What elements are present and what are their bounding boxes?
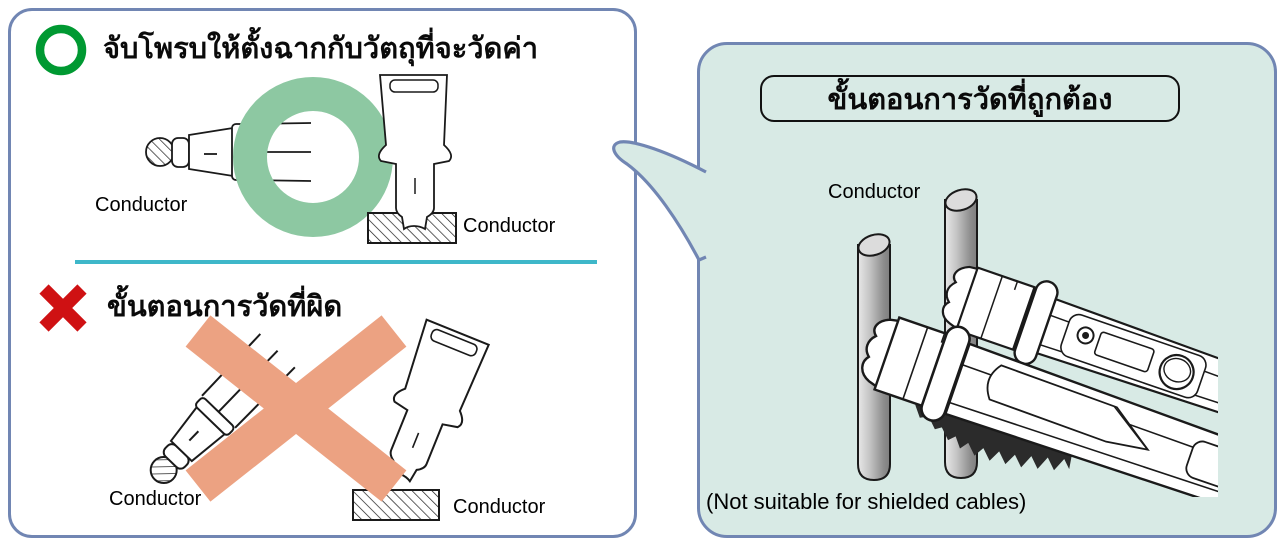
correct-title: จับโพรบให้ตั้งฉากกับวัตถุที่จะวัดค่า [103, 33, 539, 66]
correct-header: จับโพรบให้ตั้งฉากกับวัตถุที่จะวัดค่า [35, 24, 538, 76]
salmon-cross-wrong-mark [185, 315, 407, 502]
shielded-cables-note: (Not suitable for shielded cables) [706, 489, 1027, 514]
front-tester [861, 316, 1218, 497]
vertical-probe-drawing [367, 74, 457, 244]
green-ring-ok-mark [233, 77, 393, 237]
conductor-label-right-panel: Conductor [828, 181, 921, 203]
rear-tester [941, 265, 1218, 421]
incorrect-title: ขั้นตอนการวัดที่ผิด [107, 291, 343, 324]
correct-procedure-bubble: ขั้นตอนการวัดที่ถูกต้อง Conductor (Not s… [697, 42, 1277, 538]
procedure-title-box: ขั้นตอนการวัดที่ถูกต้อง [760, 75, 1180, 122]
speech-bubble-tail [612, 140, 707, 262]
conductor-label-top-right: Conductor [463, 215, 556, 237]
conductor-label-top-left: Conductor [95, 194, 188, 216]
conductor-label-bottom-right: Conductor [453, 496, 546, 518]
probe-illustrations [75, 74, 597, 521]
conductor-label-bottom-left: Conductor [109, 488, 202, 510]
clamped-testers-illustration [857, 188, 1218, 497]
error-cross-icon [39, 284, 87, 332]
incorrect-header: ขั้นตอนการวัดที่ผิด [35, 281, 342, 335]
procedure-title: ขั้นตอนการวัดที่ถูกต้อง [827, 83, 1113, 116]
ok-circle-icon [35, 24, 87, 76]
horizontal-probe-drawing [145, 122, 312, 182]
probe-handling-panel: จับโพรบให้ตั้งฉากกับวัตถุที่จะวัดค่า Con… [8, 8, 637, 538]
